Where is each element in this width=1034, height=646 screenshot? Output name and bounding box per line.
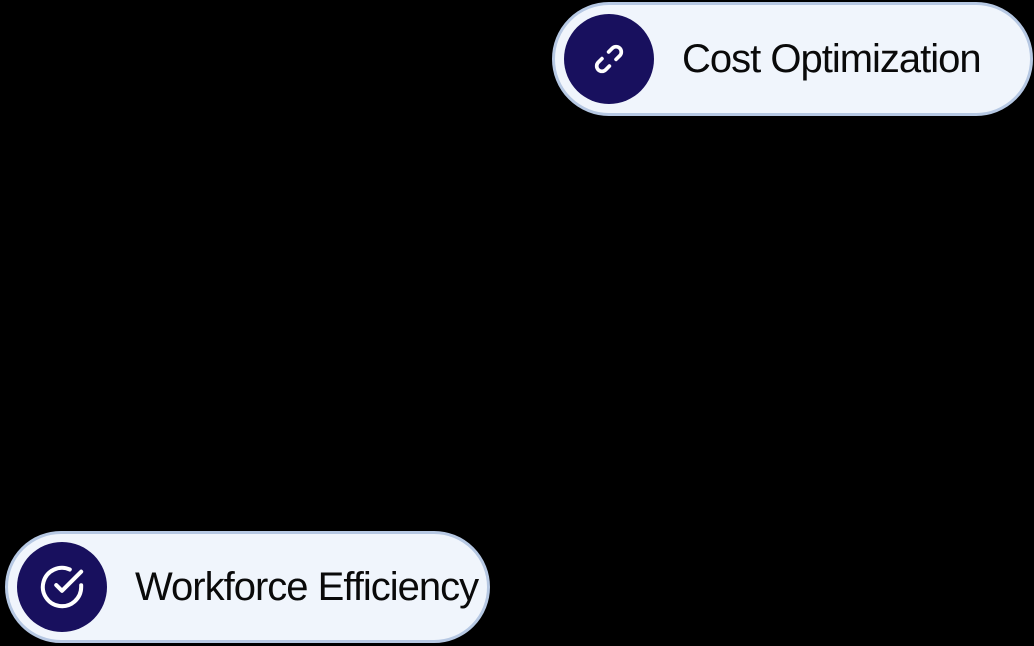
check-circle-icon [17, 542, 107, 632]
badge-workforce-efficiency[interactable]: Workforce Efficiency [5, 531, 490, 643]
badge-label-workforce-efficiency: Workforce Efficiency [135, 564, 479, 609]
chain-link-icon [564, 14, 654, 104]
badge-cost-optimization[interactable]: Cost Optimization [552, 2, 1033, 116]
badge-label-cost-optimization: Cost Optimization [682, 36, 982, 81]
